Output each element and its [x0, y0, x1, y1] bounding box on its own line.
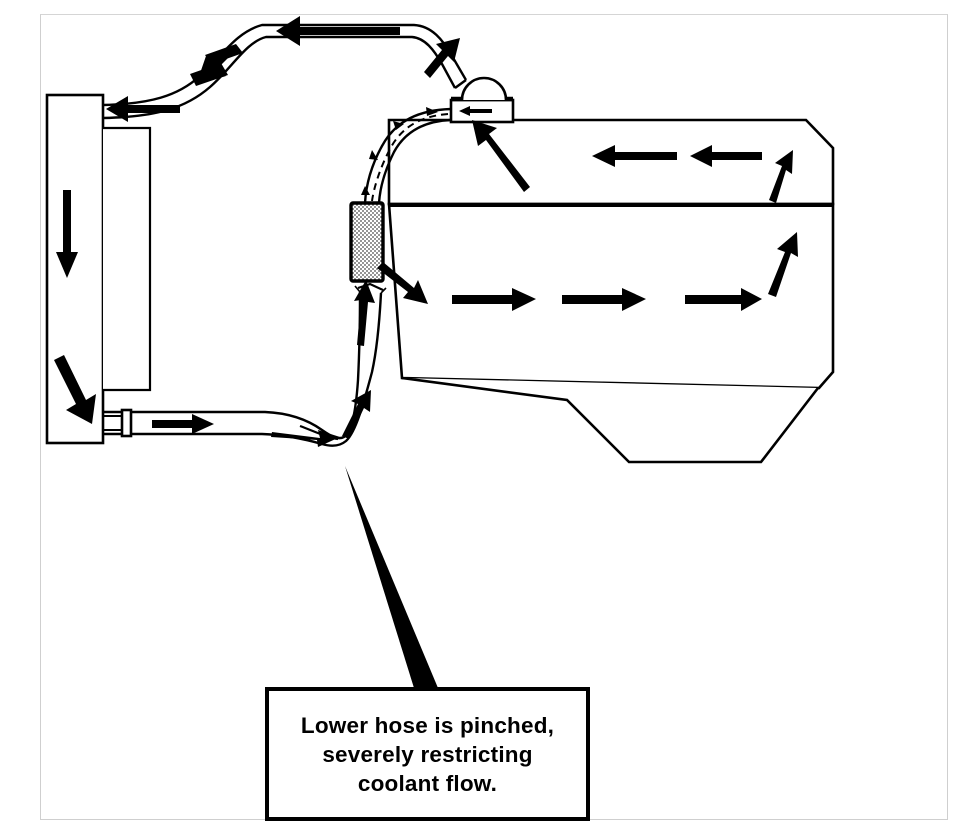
- water-pump: [349, 201, 385, 283]
- arrow-water-pump-outlet: [377, 262, 428, 304]
- arrow-engine-upper-left-2: [690, 145, 762, 167]
- callout-line-1: Lower hose is pinched,: [300, 712, 555, 738]
- fan-shroud: [103, 126, 152, 392]
- flow-arrows: [54, 16, 798, 447]
- upper-radiator-hose: [102, 23, 468, 120]
- pinched-hose-callout: Lower hose is pinched, severely restrict…: [265, 687, 590, 821]
- thermostat: [460, 76, 508, 101]
- arrow-engine-lower-up: [768, 232, 798, 297]
- arrow-engine-lower-right-2: [562, 288, 646, 311]
- arrow-radiator-down-2: [54, 355, 96, 424]
- oil-pan: [401, 376, 820, 464]
- callout-line-2: severely restricting: [322, 741, 533, 767]
- arrow-engine-upper-up: [769, 150, 793, 203]
- arrow-engine-lower-right-1: [452, 288, 536, 311]
- arrow-bypass-flow: [361, 107, 438, 195]
- callout-pointer: [345, 466, 438, 688]
- arrow-lower-hose-right-2: [271, 430, 340, 447]
- arrow-lower-hose-up-2: [342, 390, 371, 439]
- arrow-engine-upper-left-1: [592, 145, 677, 167]
- arrow-thermostat-inlet: [472, 120, 530, 192]
- arrow-upper-hose-downleft: [190, 44, 243, 86]
- arrow-lower-hose-right-1: [152, 414, 214, 434]
- arrow-engine-lower-right-3: [685, 288, 762, 311]
- arrow-upper-hose-to-radiator: [106, 96, 180, 122]
- arrow-upper-hose-left: [276, 16, 400, 46]
- engine-block: [387, 118, 835, 390]
- callout-line-3: coolant flow.: [357, 770, 498, 796]
- arrow-radiator-down-1: [56, 190, 78, 278]
- arrow-lower-hose-up-1: [354, 280, 375, 346]
- arrow-upper-hose-from-engine: [424, 38, 460, 78]
- hose-clamp: [120, 408, 133, 438]
- arrow-thermostat-housing: [459, 106, 492, 116]
